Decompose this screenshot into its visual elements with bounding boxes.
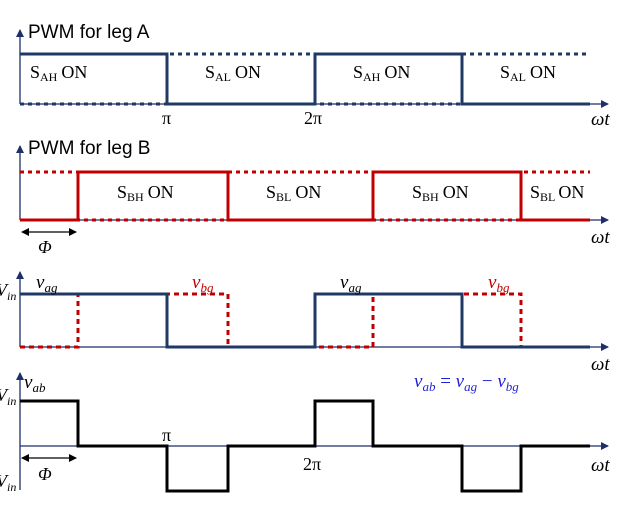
axis-label-a: ωt: [591, 109, 610, 130]
phi-label-d: Φ: [38, 464, 52, 484]
panel-leg-voltages: Vin vag vbg vag vbg ωt: [0, 271, 610, 375]
v-ag-waveform: [20, 292, 590, 349]
v-ab-waveform: [20, 399, 590, 493]
panel-b-title: PWM for leg B: [28, 138, 150, 159]
axis-label-b: ωt: [591, 227, 610, 248]
leg-a-low-waveform: [20, 52, 590, 106]
neg-vin-label-d: -Vin: [0, 471, 16, 494]
panel-output-voltage: vab Vin -Vin π 2π Φ vab = vag − vbg ωt: [0, 371, 610, 494]
vin-label-c: Vin: [0, 280, 16, 303]
axis-label-d: ωt: [591, 455, 610, 476]
v-ag-label-1: vag: [36, 272, 58, 295]
panel-a-title: PWM for leg A: [28, 22, 150, 43]
tick-pi-d: π: [162, 425, 171, 445]
v-ab-axis-label: vab: [24, 372, 46, 395]
leg-b-low-waveform: [20, 170, 590, 222]
tick-2pi-a: 2π: [304, 108, 322, 128]
axis-label-c: ωt: [591, 354, 610, 375]
v-bg-waveform: [20, 292, 590, 349]
v-bg-label-1: vbg: [192, 272, 214, 295]
vin-label-d: Vin: [0, 385, 16, 408]
v-bg-label-2: vbg: [488, 272, 510, 295]
v-ag-label-2: vag: [340, 272, 362, 295]
equation-vab: vab = vag − vbg: [414, 371, 519, 394]
tick-2pi-d: 2π: [303, 454, 321, 474]
tick-pi-a: π: [162, 108, 171, 128]
phi-label-b: Φ: [38, 237, 52, 257]
